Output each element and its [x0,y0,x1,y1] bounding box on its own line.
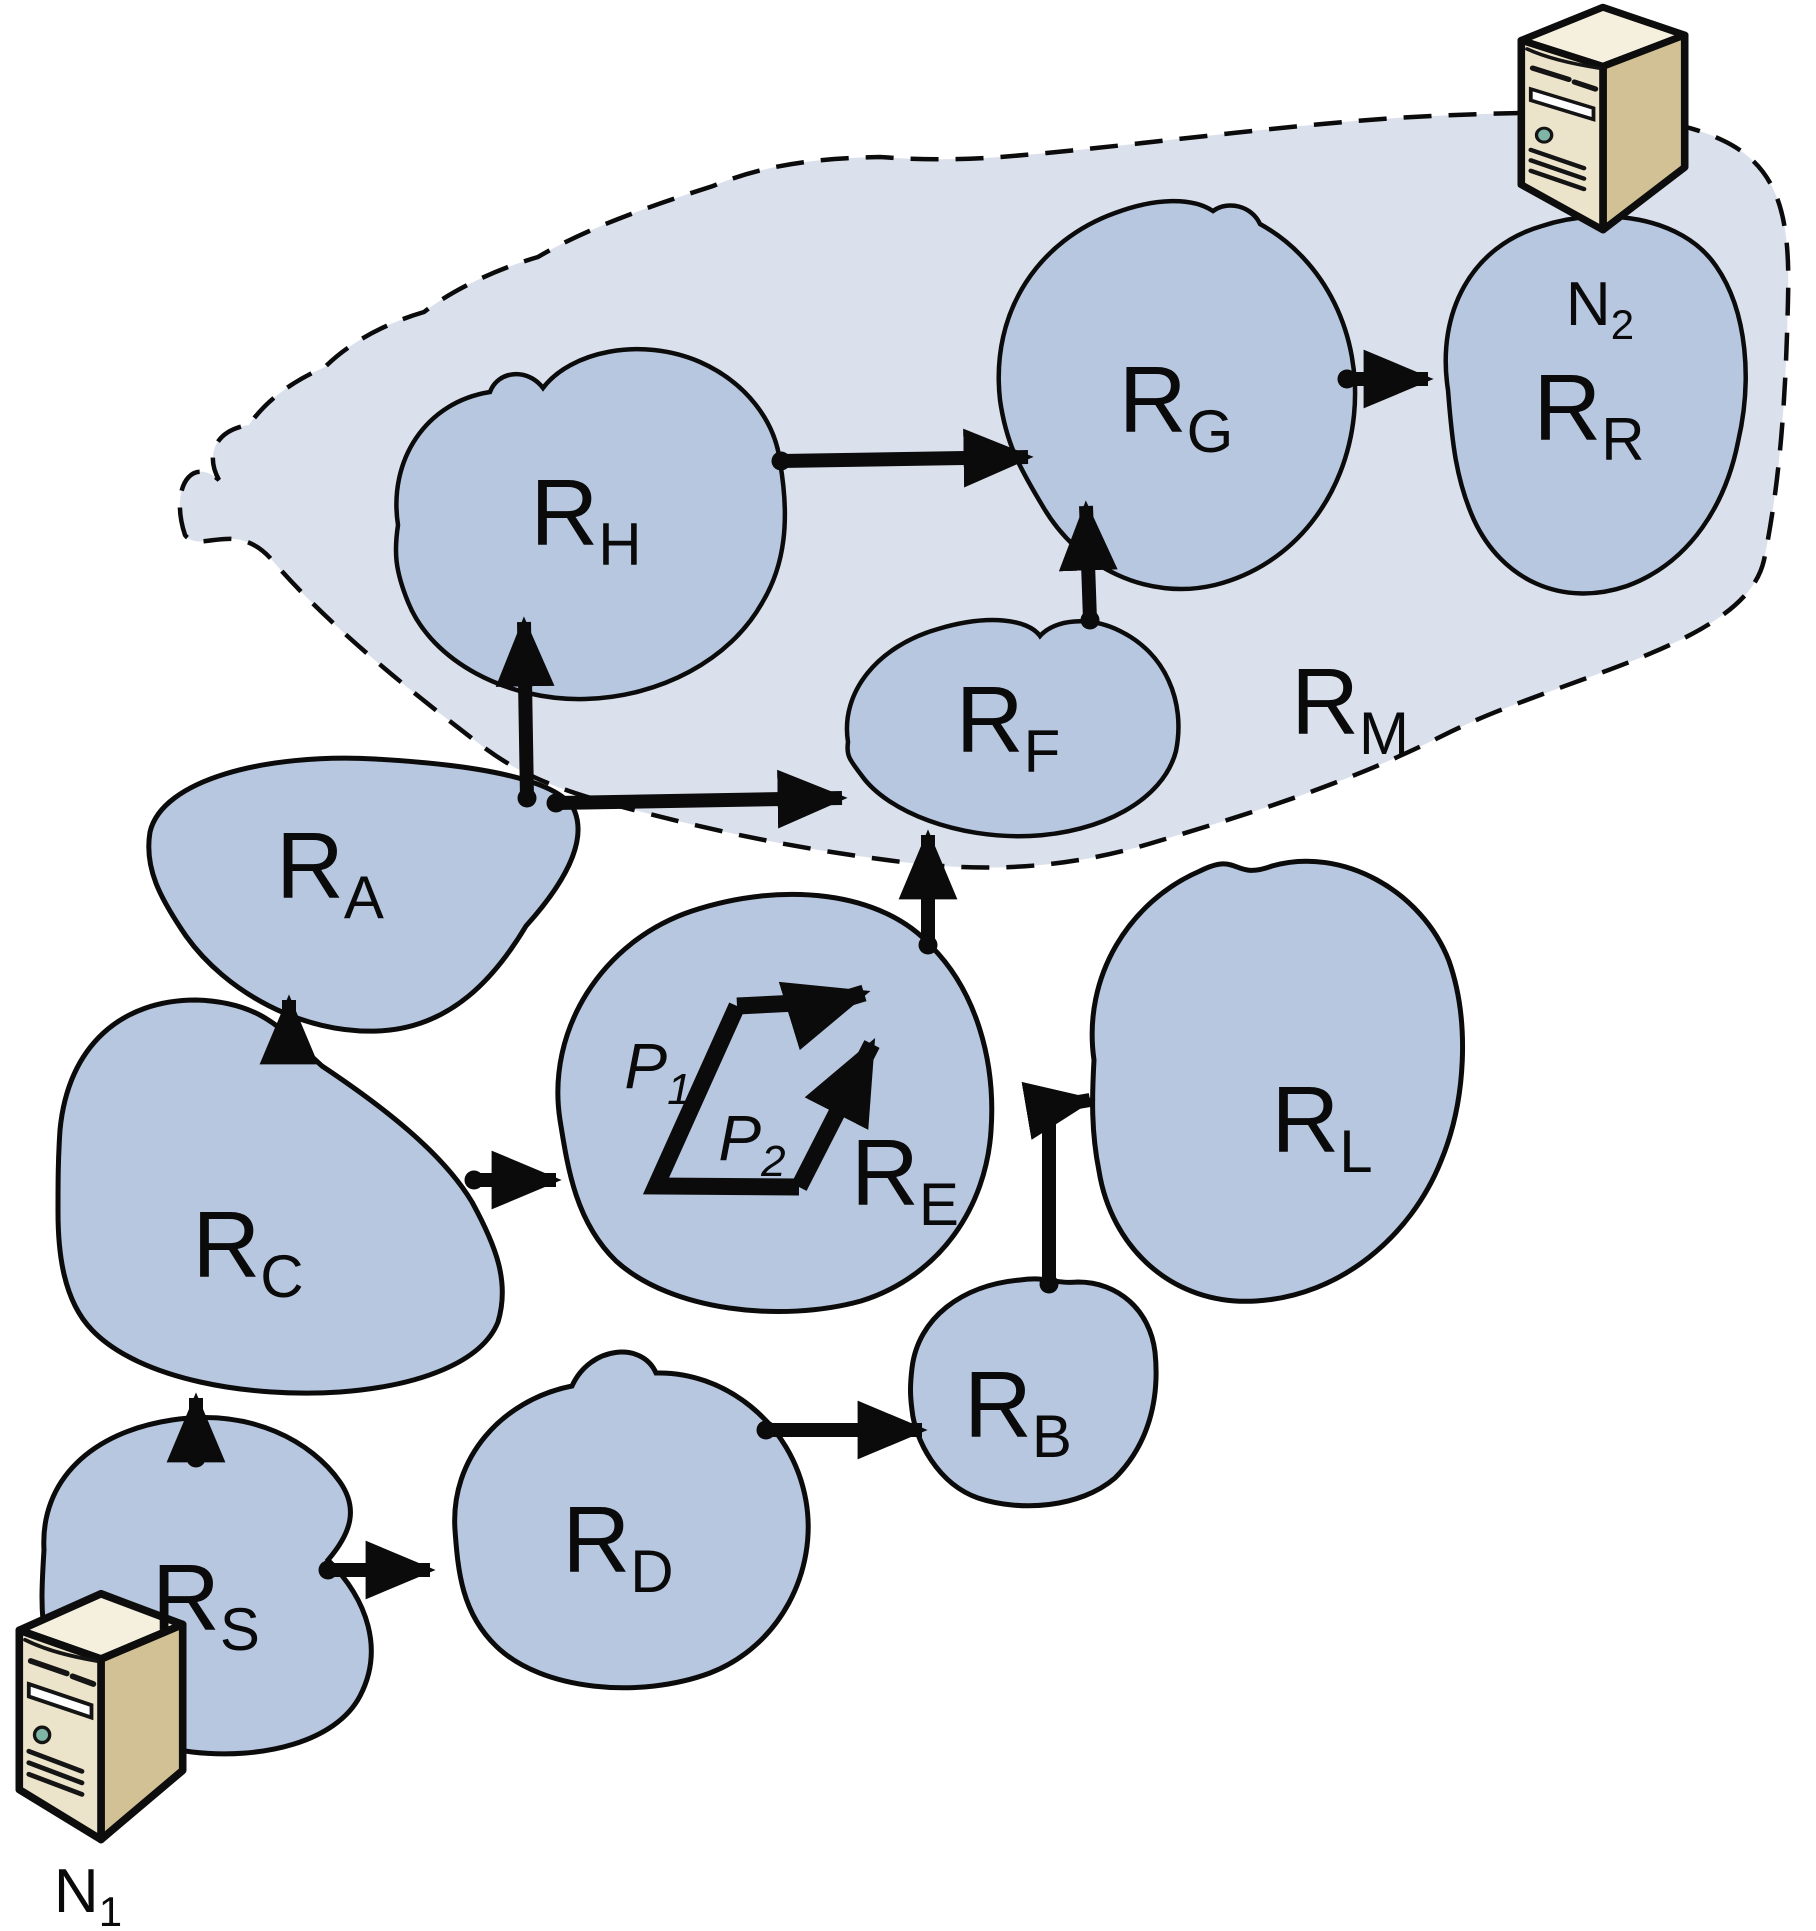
arrow-rg-rr-tail-dot [1337,369,1357,389]
label-rg: RG [1119,347,1234,465]
region-rb-blob [908,1276,1159,1509]
arrow-rh-rg [780,428,1034,488]
region-rd-blob [452,1349,811,1691]
arrow-rb-rl-tail-dot [1039,1274,1059,1294]
label-p2: P2 [718,1102,785,1186]
label-rd: RD [562,1487,673,1605]
packet-p1-arrow [736,981,871,1051]
region-rc-blob [55,997,505,1396]
arrow-rd-rb-tail-dot [756,1420,776,1440]
label-ra: RA [276,813,384,931]
region-rr-blob [1443,214,1748,596]
region-re-blob [555,891,995,1314]
label-rc: RC [192,1192,303,1310]
arrow-rb-rl [1021,1081,1096,1284]
arrow-ra-rh [495,616,555,799]
label-rf: RF [956,667,1061,785]
label-re: RE [851,1120,959,1238]
packet-parallelogram [642,1002,800,1196]
arrow-rh-rg-tail-dot [771,451,791,471]
arrow-rs-rd-tail-dot [318,1560,338,1580]
label-rh: RH [530,460,641,578]
label-rb: RB [964,1352,1072,1470]
arrow-rf-rg [1058,500,1118,621]
label-rr: RR [1533,355,1644,473]
arrow-rs-rc-tail-dot [186,1448,206,1468]
arrow-rf-rg-tail-dot [1080,610,1100,630]
label-rs: RS [152,1545,260,1663]
arrow-ra-rf [555,769,848,829]
arrow-rc-re-tail-dot [464,1170,484,1190]
label-rl: RL [1271,1067,1372,1185]
region-ra-blob [146,755,581,1034]
label-p1: P1 [624,1030,691,1114]
arrow-rc-ra-tail-dot [279,1040,299,1060]
arrow-re-rf-tail-dot [918,935,938,955]
arrow-ra-rh-tail-dot [517,788,537,808]
label-n2: N2 [1566,270,1634,348]
region-rl-blob [1089,858,1465,1304]
label-n1: N1 [54,1857,122,1931]
arrow-ra-rf-tail-dot [546,793,566,813]
packet-p2-arrow [791,1037,880,1191]
region-rf-blob [844,617,1181,839]
label-rm: RM [1291,649,1409,767]
